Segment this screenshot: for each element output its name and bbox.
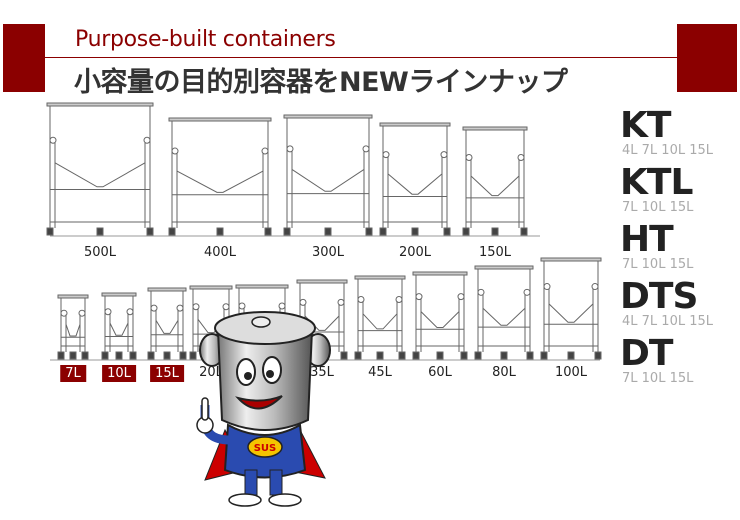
capacity-label: 200L	[398, 245, 432, 260]
capacity-label: 35L	[310, 365, 334, 380]
series-sizes: 7L 10L 15L	[622, 257, 694, 272]
container-small-1	[101, 292, 137, 360]
container-small-8	[474, 265, 534, 360]
capacity-label: 300L	[311, 245, 345, 260]
capacity-label: 15L	[150, 365, 184, 382]
container-small-0	[57, 294, 89, 360]
header-left-block	[3, 24, 45, 92]
container-small-7	[412, 271, 468, 360]
mascot-badge-text: SUS	[254, 443, 277, 454]
capacity-label: 500L	[83, 245, 117, 260]
capacity-label: 7L	[60, 365, 86, 382]
series-sizes: 4L 7L 10L 15L	[622, 314, 713, 329]
series-name: KT	[620, 105, 671, 146]
container-large-2	[283, 114, 373, 236]
container-large-0	[46, 102, 154, 236]
container-small-9	[540, 257, 602, 360]
header-divider	[45, 57, 677, 58]
capacity-label: 20L	[199, 365, 223, 380]
capacity-label: 45L	[368, 365, 392, 380]
series-sizes: 7L 10L 15L	[622, 371, 694, 386]
header-right-block	[677, 24, 737, 92]
capacity-label: 60L	[428, 365, 452, 380]
series-sizes: 4L 7L 10L 15L	[622, 143, 713, 158]
capacity-label: 80L	[492, 365, 516, 380]
series-name: KTL	[620, 162, 693, 203]
series-name: DT	[620, 333, 673, 374]
container-small-6	[354, 275, 406, 360]
container-large-4	[462, 126, 528, 236]
series-sizes: 7L 10L 15L	[622, 200, 694, 215]
capacity-label: 100L	[554, 365, 588, 380]
container-small-2	[147, 287, 187, 360]
capacity-label: 150L	[478, 245, 512, 260]
series-name: DTS	[620, 276, 698, 317]
sus-mascot-illustration: SUS	[196, 311, 331, 507]
capacity-label: 400L	[203, 245, 237, 260]
container-large-3	[379, 122, 451, 236]
capacity-label: 10L	[102, 365, 136, 382]
header-subtitle: Purpose-built containers	[75, 27, 336, 52]
page-title: 小容量の目的別容器をNEWラインナップ	[74, 67, 568, 98]
series-name: HT	[620, 219, 674, 260]
container-large-1	[168, 117, 272, 236]
